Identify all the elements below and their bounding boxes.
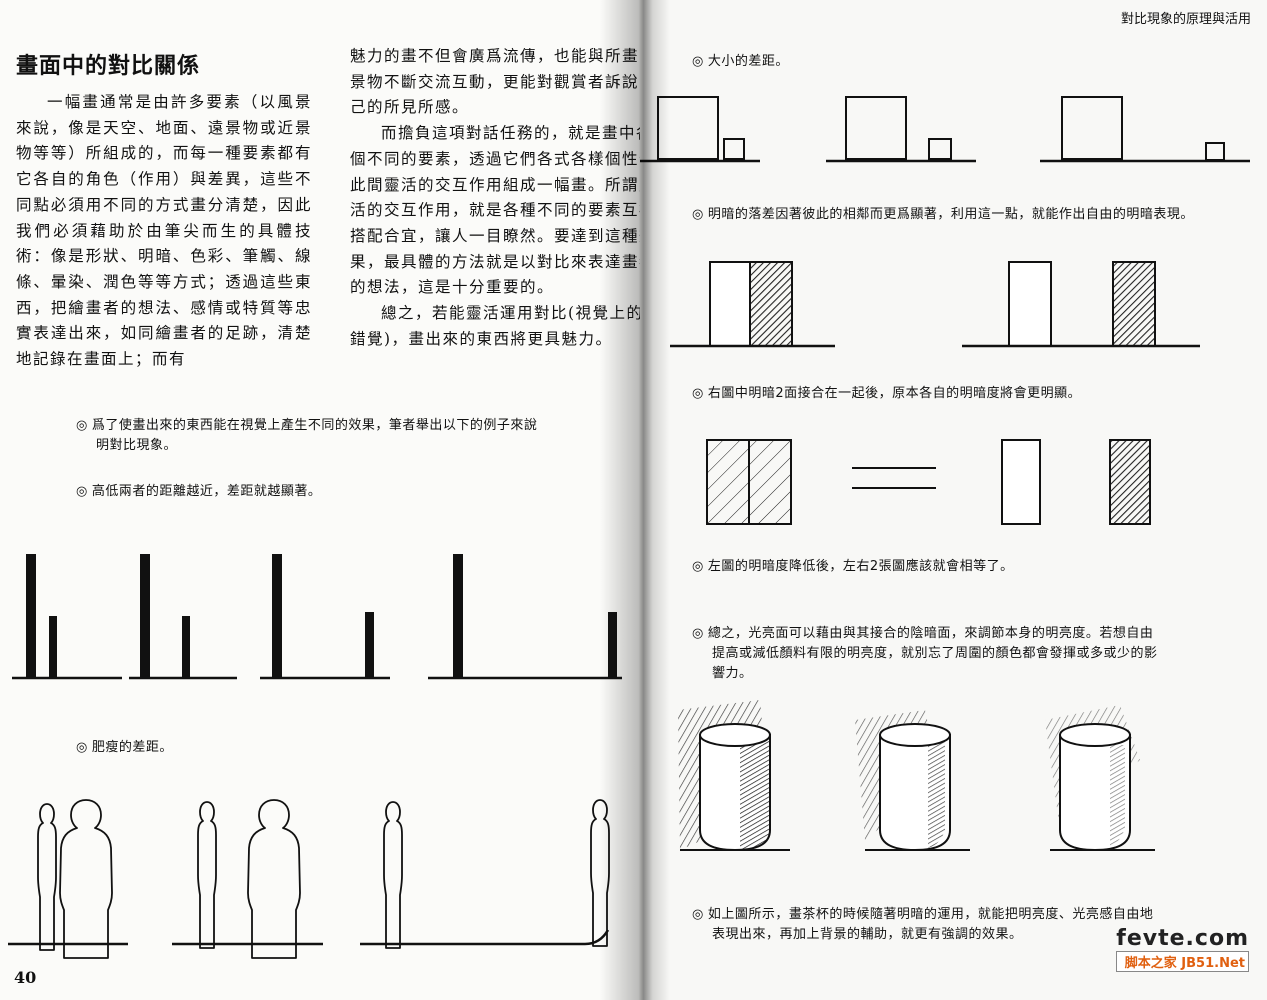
teacup <box>678 700 790 852</box>
teacup <box>855 710 970 852</box>
note-width-text: 肥瘦的差距。 <box>91 740 173 755</box>
large-square <box>1061 96 1123 160</box>
page-title: 畫面中的對比關係 <box>16 54 201 79</box>
note-size: ◎大小的差距。 <box>692 52 789 72</box>
bullet-icon: ◎ <box>692 386 704 401</box>
running-head: 對比現象的原理與活用 <box>1120 12 1251 27</box>
bullet-icon: ◎ <box>76 418 88 433</box>
dark-panel <box>749 261 793 347</box>
tall-bar <box>272 554 282 678</box>
note-equal-text: 左圖的明暗度降低後，左右2張圖應該就會相等了。 <box>707 559 1014 574</box>
bullet-icon: ◎ <box>692 54 704 69</box>
light-panel <box>1008 261 1052 347</box>
note-joined: ◎右圖中明暗2面接合在一起後，原本各自的明暗度將會更明顯。 <box>692 384 1081 404</box>
lightened-panel <box>706 439 750 525</box>
thin-figure <box>383 801 403 949</box>
note-height: ◎高低兩者的距離越近，差距就越顯著。 <box>76 482 321 502</box>
note-cups-line: 如上圖所示，畫茶杯的時候隨著明暗的運用，就能把明亮度、光亮感自由地 <box>707 907 1154 922</box>
small-square <box>1205 142 1225 161</box>
fat-figure <box>247 799 301 959</box>
joined-panels-illustration <box>706 439 1151 525</box>
col2-line: 此間靈活的交互作用組成一幅畫。所謂靈 <box>350 175 640 194</box>
dark-panel <box>1109 439 1151 525</box>
watermark-badge: 脚本之家 JB51.Net <box>1116 951 1249 972</box>
col2-line: 的想法，這是十分重要的。 <box>350 278 555 297</box>
teacup <box>1045 705 1155 852</box>
col2-line: 活的交互作用，就是各種不同的要素互補 <box>350 201 640 220</box>
short-bar <box>182 616 190 678</box>
col2-line: 搭配合宜，讓人一目瞭然。要達到這種效 <box>350 226 640 245</box>
right-page: 對比現象的原理與活用 ◎大小的差距。 ◎明暗的落差因著彼此的相鄰而更爲顯著，利用… <box>640 0 1267 1000</box>
thin-figure <box>590 799 610 947</box>
col2-line: 個不同的要素，透過它們各式各樣個性化 <box>350 149 640 168</box>
note-summary-line: 提高或減低顏料有限的明亮度，就別忘了周圍的顏色都會發揮或多或少的影 <box>712 646 1158 661</box>
body-text-column-1: 一幅畫通常是由許多要素（以風景來說，像是天空、地面、遠景物或近景物等等）所組成的… <box>16 93 312 369</box>
note-size-text: 大小的差距。 <box>707 54 789 69</box>
note-intro-line: 明對比現象。 <box>96 438 178 453</box>
light-panel <box>1001 439 1041 525</box>
tall-bar <box>453 554 463 678</box>
fat-figure <box>59 799 113 959</box>
note-summary-line: 總之，光亮面可以藉由與其接合的陰暗面，來調節本身的明亮度。若想自由 <box>707 626 1154 641</box>
short-bar <box>365 612 374 678</box>
note-height-text: 高低兩者的距離越近，差距就越顯著。 <box>91 484 322 499</box>
short-bar <box>608 612 617 678</box>
col2-line: 魅力的畫不但會廣爲流傳，也能與所畫的 <box>350 47 640 65</box>
light-dark-illustration <box>670 261 1200 348</box>
bullet-icon: ◎ <box>692 559 704 574</box>
note-summary: ◎總之，光亮面可以藉由與其接合的陰暗面，來調節本身的明亮度。若想自由 提高或減低… <box>692 624 1232 684</box>
short-bar <box>49 616 57 678</box>
note-summary-line: 響力。 <box>712 666 753 681</box>
size-contrast-illustration <box>640 96 1250 163</box>
bullet-icon: ◎ <box>692 626 704 641</box>
thin-figure <box>197 801 217 949</box>
col2-line: 而擔負這項對話任務的，就是畫中各 <box>381 124 640 143</box>
dark-panel <box>1112 261 1156 347</box>
note-cups: ◎如上圖所示，畫茶杯的時候隨著明暗的運用，就能把明亮度、光亮感自由地 表現出來，… <box>692 905 1232 945</box>
note-intro: ◎爲了使畫出來的東西能在視覺上產生不同的效果，筆者舉出以下的例子來說 明對比現象… <box>76 416 606 456</box>
large-square <box>845 96 907 160</box>
tall-bar <box>140 554 150 678</box>
left-page: 畫面中的對比關係 一幅畫通常是由許多要素（以風景來說，像是天空、地面、遠景物或近… <box>8 44 640 987</box>
tall-bar <box>26 554 36 678</box>
note-cups-line: 表現出來，再加上背景的輔助，就更有強調的效果。 <box>712 927 1023 942</box>
col2-line: 錯覺)，畫出來的東西將更具魅力。 <box>350 329 613 348</box>
note-width: ◎肥瘦的差距。 <box>76 738 173 758</box>
darkened-panel <box>748 439 792 525</box>
col2-line: 景物不斷交流互動，更能對觀賞者訴說自 <box>350 72 640 91</box>
thin-figure <box>37 803 57 951</box>
watermark: fevte.com 脚本之家 JB51.Net <box>1116 926 1249 972</box>
note-joined-text: 右圖中明暗2面接合在一起後，原本各自的明暗度將會更明顯。 <box>707 386 1082 401</box>
bullet-icon: ◎ <box>692 207 704 222</box>
bullet-icon: ◎ <box>692 907 704 922</box>
note-light-text: 明暗的落差因著彼此的相鄰而更爲顯著，利用這一點，就能作出自由的明暗表現。 <box>707 207 1194 222</box>
bullet-icon: ◎ <box>76 740 88 755</box>
small-square <box>928 138 952 160</box>
col2-line: 果，最具體的方法就是以對比來表達畫者 <box>350 252 640 271</box>
note-light: ◎明暗的落差因著彼此的相鄰而更爲顯著，利用這一點，就能作出自由的明暗表現。 <box>692 205 1194 225</box>
bullet-icon: ◎ <box>76 484 88 499</box>
width-contrast-illustration <box>8 799 610 959</box>
small-square <box>723 138 745 160</box>
col2-line: 總之，若能靈活運用對比(視覺上的 <box>381 304 640 323</box>
large-square <box>657 96 719 160</box>
note-equal: ◎左圖的明暗度降低後，左右2張圖應該就會相等了。 <box>692 557 1014 577</box>
page-number: 40 <box>14 968 37 987</box>
body-text-column-2: 魅力的畫不但會廣爲流傳，也能與所畫的 景物不斷交流互動，更能對觀賞者訴說自 己的… <box>350 44 640 352</box>
light-panel <box>709 261 751 347</box>
teacup-illustrations <box>678 700 1155 852</box>
watermark-site: fevte.com <box>1116 926 1249 951</box>
note-intro-line: 爲了使畫出來的東西能在視覺上產生不同的效果，筆者舉出以下的例子來說 <box>91 418 538 433</box>
height-contrast-illustration <box>12 554 622 680</box>
col2-line: 己的所見所感。 <box>350 98 470 117</box>
